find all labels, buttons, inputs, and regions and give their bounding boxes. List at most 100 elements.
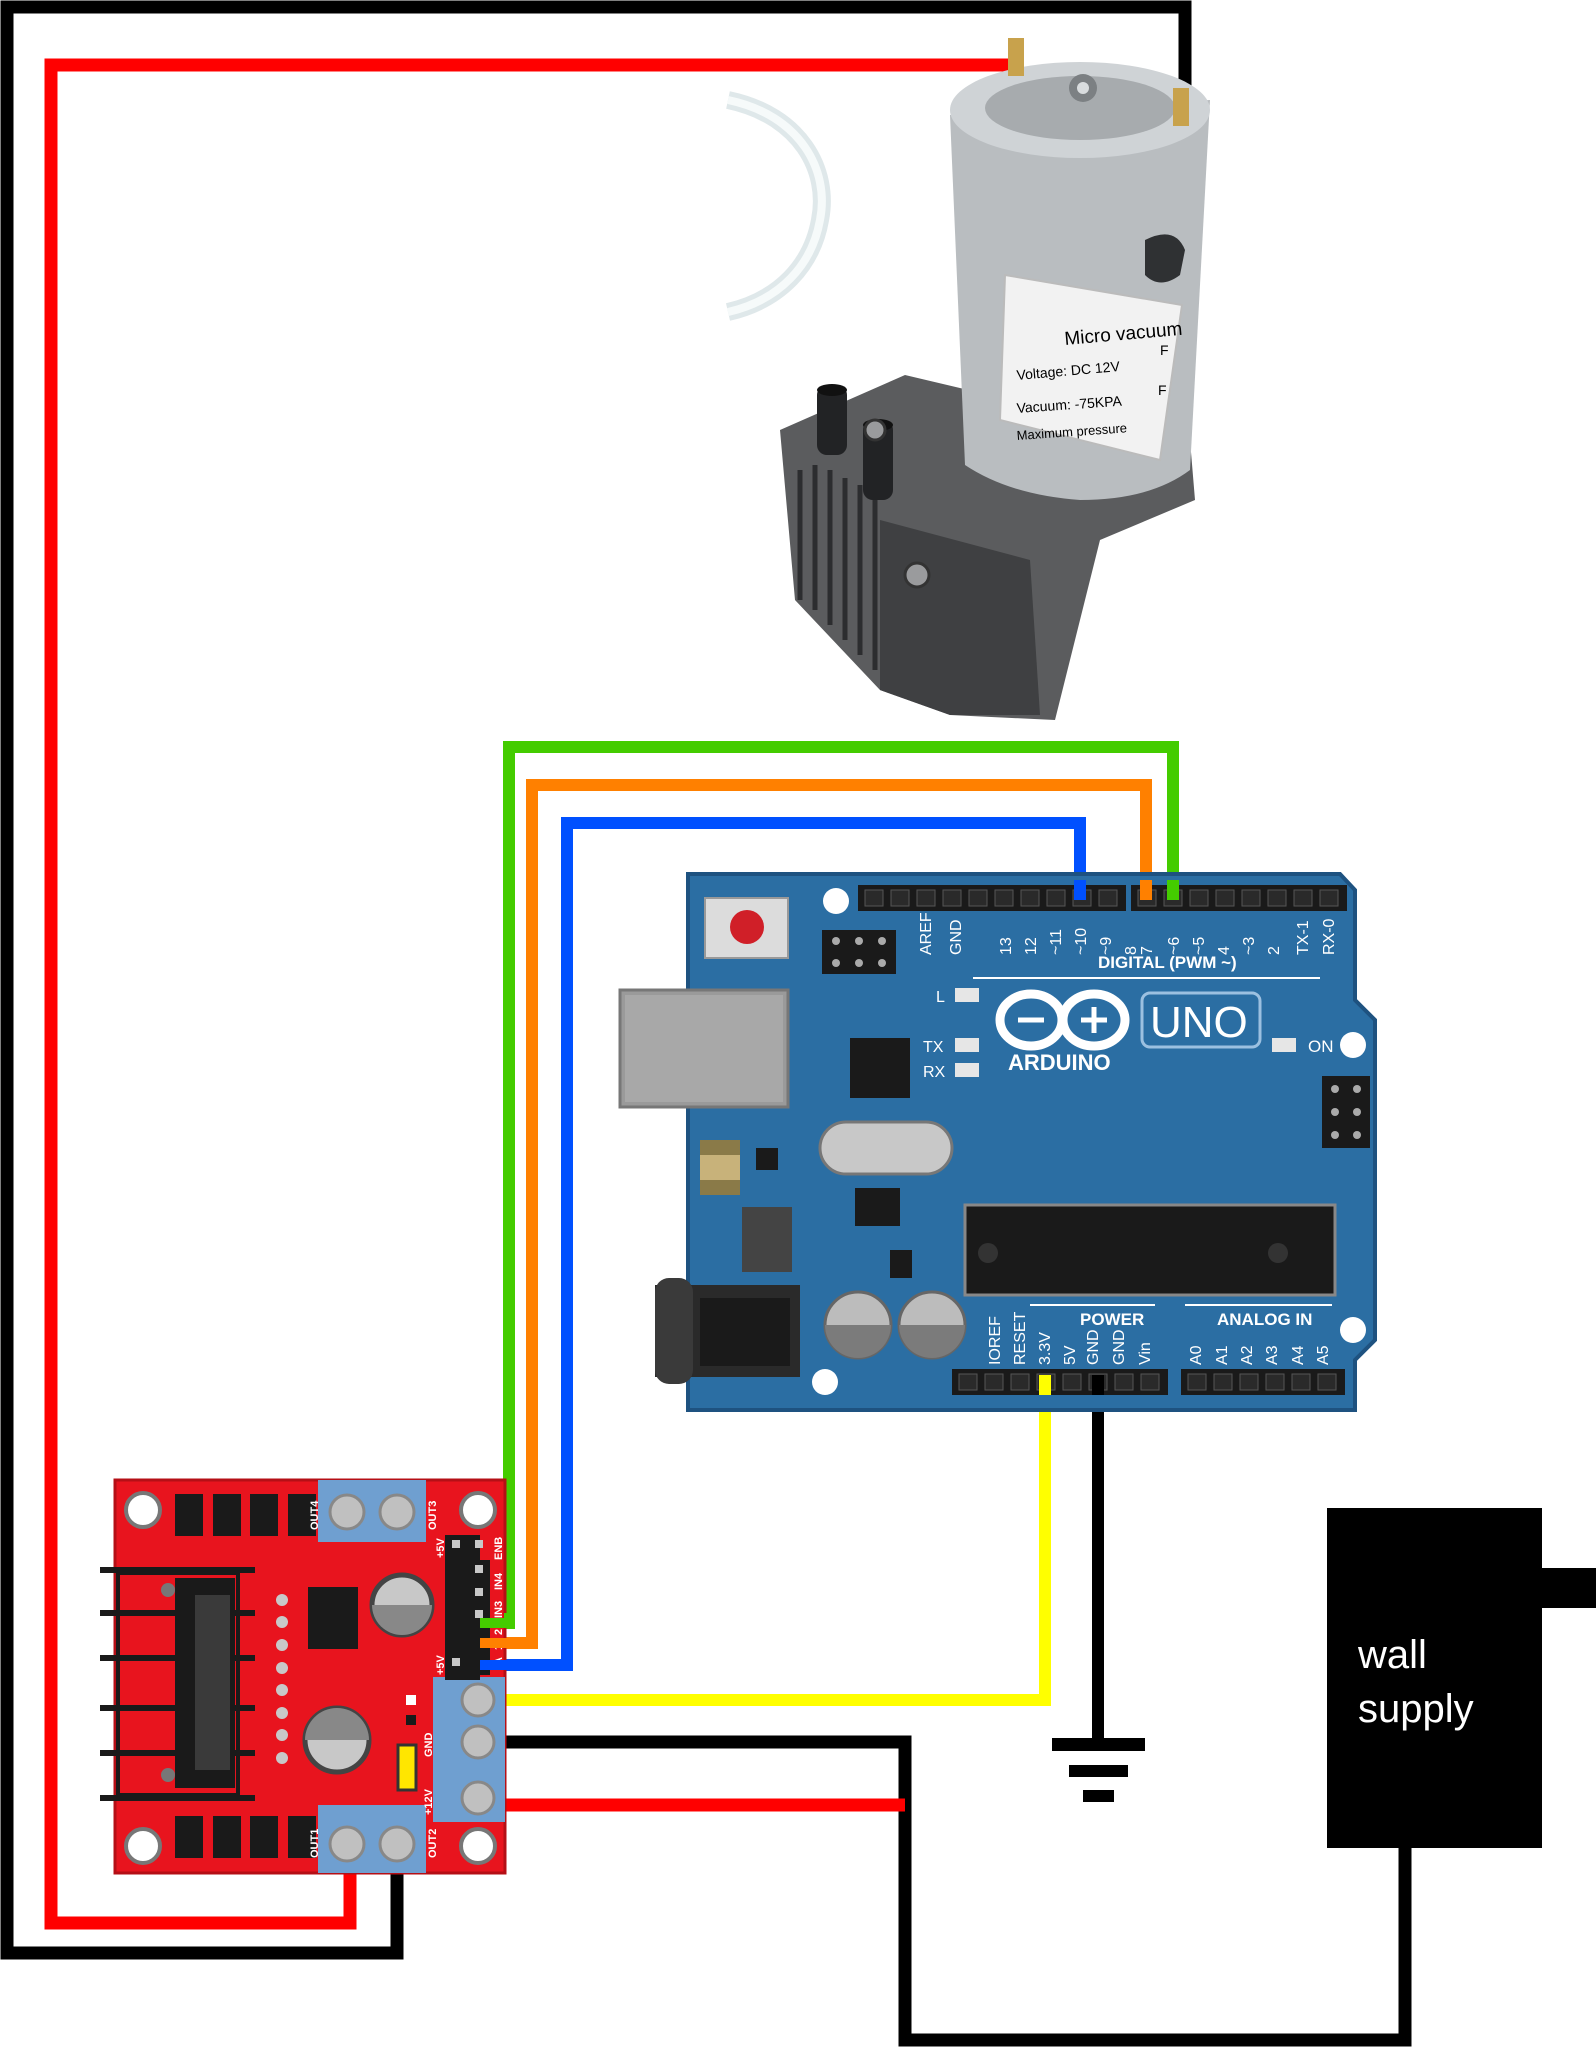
driver-regulator: [308, 1587, 358, 1649]
digital-header-label: DIGITAL (PWM ~): [1098, 953, 1237, 972]
label-out1: OUT1: [309, 1829, 321, 1858]
mounting-hole: [1340, 1317, 1366, 1343]
digital-header-left-socket[interactable]: [1098, 889, 1118, 907]
wire-black-pump-to-out2: [0, 0, 1192, 1960]
analog-header-socket[interactable]: [1239, 1373, 1259, 1391]
usb-controller-chip: [850, 1038, 910, 1098]
digital-header-left-socket[interactable]: [1020, 889, 1040, 907]
digital-header-left-socket[interactable]: [890, 889, 910, 907]
power-pin-label: 5V: [1062, 1345, 1079, 1365]
digital-header-right-socket[interactable]: [1267, 889, 1287, 907]
led-rx: [955, 1063, 979, 1077]
analog-header-socket[interactable]: [1187, 1373, 1207, 1391]
analog-header-socket[interactable]: [1291, 1373, 1311, 1391]
wire-red-pump-to-out1: [44, 58, 1020, 1930]
diodes-top: [175, 1494, 316, 1536]
logic-pin-header: [445, 1535, 490, 1680]
digital-pin-label: RX-0: [1321, 918, 1338, 955]
digital-header-right-socket[interactable]: [1241, 889, 1261, 907]
power-header-socket[interactable]: [1010, 1373, 1030, 1391]
pump-label-vacuum: Vacuum: -75KPA: [1016, 393, 1123, 416]
digital-pin-label: 7: [1139, 946, 1156, 955]
uno-badge: [1140, 991, 1262, 1049]
led-on-label: ON: [1308, 1037, 1334, 1056]
analog-header-label: ANALOG IN: [1217, 1310, 1312, 1329]
digital-pin-label: ~11: [1048, 929, 1065, 955]
pump-label: [998, 273, 1184, 462]
wire-yellow-5v-to-terminal: [478, 1385, 1051, 1706]
label-out4: OUT4: [309, 1500, 321, 1530]
power-header-label: POWER: [1080, 1310, 1144, 1329]
power-header-socket[interactable]: [1114, 1373, 1134, 1391]
digital-header-right-socket[interactable]: [1319, 889, 1339, 907]
digital-header-right-socket[interactable]: [1215, 889, 1235, 907]
digital-header-left-socket[interactable]: [994, 889, 1014, 907]
wall-supply-label-line1: wall: [1357, 1633, 1427, 1677]
analog-header-socket[interactable]: [1213, 1373, 1233, 1391]
label-plus5v-mid: +5V: [435, 1654, 447, 1675]
digital-pin-label: 12: [1023, 937, 1040, 955]
digital-pin-label: 4: [1216, 946, 1233, 955]
digital-pin-label: ~6: [1166, 937, 1183, 955]
power-pin-label: Vin: [1137, 1342, 1154, 1365]
voltage-regulator: [742, 1207, 792, 1272]
diodes-bottom: [175, 1816, 316, 1858]
analog-pin-label: A0: [1188, 1345, 1205, 1365]
crystal-oscillator: [818, 1120, 954, 1176]
label-out2: OUT2: [427, 1829, 439, 1858]
digital-header-left-socket[interactable]: [916, 889, 936, 907]
label-in3: IN3: [493, 1601, 505, 1618]
digital-header-left-socket[interactable]: [864, 889, 884, 907]
power-pin-label: 3.3V: [1037, 1332, 1054, 1365]
l298n-motor-driver: OUT4 OUT3 OUT1 OUT2 +5V ENB IN4 IN3 2 1 …: [100, 1478, 507, 1875]
led-l: [955, 988, 979, 1002]
digital-header-right-socket[interactable]: [1293, 889, 1313, 907]
mounting-hole: [1340, 1032, 1366, 1058]
label-out3: OUT3: [427, 1501, 439, 1530]
digital-header-left-socket[interactable]: [1046, 889, 1066, 907]
analog-pin-label: A5: [1315, 1345, 1332, 1365]
pump-label-partial-1: F: [1160, 342, 1169, 358]
label-enb: ENB: [493, 1537, 505, 1560]
pump-terminal-positive: [1008, 38, 1024, 76]
pump-terminal-negative: [1173, 88, 1189, 126]
power-pin-label: IOREF: [987, 1316, 1004, 1365]
power-header-socket[interactable]: [958, 1373, 978, 1391]
digital-header-right-socket[interactable]: [1189, 889, 1209, 907]
analog-pin-label: A2: [1239, 1345, 1256, 1365]
pump-fins: [797, 465, 878, 670]
digital-pin-label: TX-1: [1295, 920, 1312, 955]
analog-header-socket[interactable]: [1317, 1373, 1337, 1391]
jumper-5v-enable[interactable]: [396, 1743, 418, 1792]
mounting-hole: [459, 1491, 497, 1529]
digital-pin-label: ~3: [1241, 937, 1258, 955]
led-l-label: L: [936, 989, 945, 1006]
led-tx-label: TX: [923, 1039, 944, 1056]
power-header-socket[interactable]: [1062, 1373, 1082, 1391]
label-in4: IN4: [493, 1572, 505, 1590]
label-plus12v: +12V: [423, 1788, 435, 1815]
digital-header-left-socket[interactable]: [968, 889, 988, 907]
wire-overlay: [480, 880, 1179, 1670]
wall-supply-plug: [1540, 1568, 1596, 1608]
pump-screw: [903, 561, 931, 589]
arduino-model: UNO: [1150, 998, 1248, 1047]
wall-supply-label-line2: supply: [1358, 1687, 1474, 1731]
ground-symbol: [1052, 1738, 1145, 1802]
icsp-header-right: [1322, 1076, 1370, 1148]
digital-header: [858, 885, 1347, 911]
wire-black-driver-gnd-to-supply: [478, 1735, 1412, 2047]
mounting-hole: [459, 1827, 497, 1865]
wall-supply: wall supply: [1327, 1508, 1542, 1848]
digital-header-left-socket[interactable]: [942, 889, 962, 907]
tubing: [725, 91, 831, 321]
power-header-socket[interactable]: [1140, 1373, 1160, 1391]
analog-header-socket[interactable]: [1265, 1373, 1285, 1391]
label-in2: 2: [493, 1629, 505, 1635]
digital-pin-label: ~9: [1098, 937, 1115, 955]
power-header-socket[interactable]: [984, 1373, 1004, 1391]
power-header-body: [952, 1369, 1168, 1395]
